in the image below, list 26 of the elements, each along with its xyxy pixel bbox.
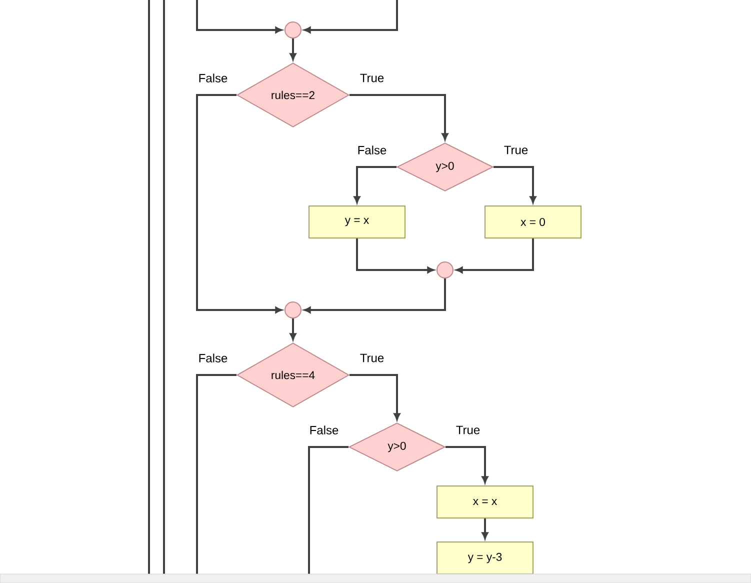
arrow — [290, 318, 296, 340]
arrow — [494, 166, 536, 204]
arrow — [304, 0, 398, 34]
arrow — [196, 94, 282, 314]
arrow — [356, 238, 434, 274]
edge-label: True — [502, 144, 530, 156]
edge-label: False — [356, 144, 388, 156]
arrow — [482, 518, 488, 540]
process-box: y = y-3 — [436, 542, 534, 574]
edge-label: True — [454, 424, 482, 436]
process-box: x = x — [436, 486, 534, 518]
edge-label: True — [358, 352, 386, 364]
arrow — [290, 38, 296, 60]
arrow — [446, 446, 488, 484]
edge-label: True — [358, 72, 386, 84]
arrow — [350, 94, 448, 140]
arrow — [196, 0, 282, 34]
arrow — [354, 166, 396, 204]
arrow — [350, 374, 400, 420]
arrow — [456, 238, 534, 274]
junction-circle — [284, 22, 302, 38]
arrow — [304, 278, 446, 314]
process-box: x = 0 — [484, 206, 582, 238]
junction-circle — [436, 262, 454, 278]
process-box: y = x — [308, 206, 406, 238]
junction-circle — [284, 302, 302, 318]
